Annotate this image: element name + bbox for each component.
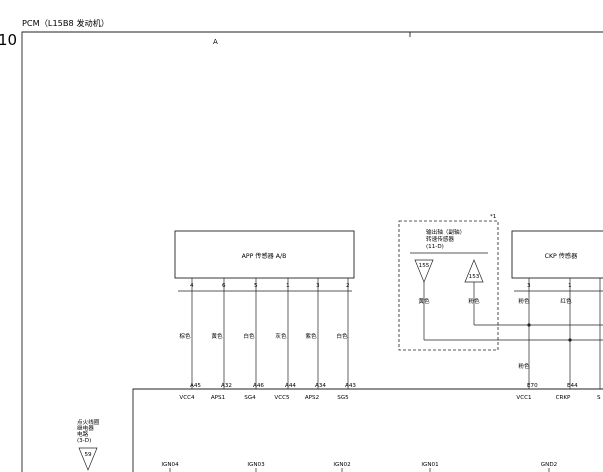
ckp-sensor-box	[511, 230, 603, 279]
app-pin-number: 4	[190, 283, 194, 289]
relay-label-3: 电路	[77, 430, 89, 438]
app-pin-number: 5	[254, 283, 258, 289]
app-sensor-name: APP 传感器 A/B	[242, 252, 287, 260]
page-number: 10	[0, 31, 17, 49]
app-sensor-pin-group: 4 6 5 1 3 2 棕色 黄色 白色 灰色 紫色 白色 A45 A32 A4…	[178, 278, 356, 401]
bottom-terminal: IGN01	[421, 462, 439, 468]
relay-label-2: 继电器	[77, 424, 94, 432]
pcm-frame	[21, 31, 603, 472]
ckp-lower-wire-color: 粉色	[518, 362, 530, 370]
output-shaft-sensor-box	[398, 220, 499, 351]
relay-label-1: 点火线圈	[77, 418, 100, 426]
section-label-a: A	[213, 38, 218, 46]
app-pin-number: 6	[222, 283, 226, 289]
output-shaft-sensor-name-1: 输出轴（副轴）	[426, 228, 465, 236]
ckp-terminal-id: E44	[567, 383, 578, 389]
output-shaft-sensor-name-2: 转速传感器	[426, 235, 454, 243]
app-sensor-box	[174, 230, 355, 279]
app-terminal-id: A34	[315, 383, 326, 389]
diagram-title: PCM（L15B8 发动机）	[22, 18, 109, 28]
ckp-terminal-id: E70	[527, 383, 538, 389]
app-wire-color: 白色	[243, 332, 255, 340]
app-pin-number: 3	[316, 283, 320, 289]
app-wire-color: 灰色	[275, 332, 287, 340]
output-shaft-tag-right: 153	[469, 274, 480, 280]
app-terminal-id: A43	[345, 383, 356, 389]
app-terminal-id: A32	[221, 383, 232, 389]
bottom-terminal: IGN02	[333, 462, 350, 468]
bottom-terminal: GND2	[541, 462, 557, 468]
app-wire-color: 紫色	[305, 332, 317, 340]
bottom-terminal: IGN03	[247, 462, 265, 468]
app-wire-color: 白色	[336, 332, 348, 340]
pcm-connector-strip	[132, 388, 603, 472]
ckp-splice-dot	[527, 323, 531, 327]
app-terminal-id: A46	[253, 383, 264, 389]
ckp-signal-name: CRKP	[556, 395, 571, 401]
ckp-signal-name: VCC1	[516, 395, 532, 401]
app-terminal-id: A44	[285, 383, 296, 389]
ckp-sensor-name: CKP 传感器	[545, 252, 578, 260]
app-wire-color: 棕色	[179, 332, 191, 340]
app-signal-name: VCC5	[274, 395, 290, 401]
app-pin-number: 2	[346, 283, 350, 289]
app-signal-name: VCC4	[179, 395, 195, 401]
ckp-pin-number: 3	[527, 283, 531, 289]
app-terminal-id: A45	[190, 383, 201, 389]
relay-ref: (3-D)	[77, 438, 91, 444]
output-shaft-sensor-ref: (11-D)	[426, 244, 444, 250]
ckp-splice-dot	[568, 338, 572, 342]
output-shaft-wire-left-color: 黄色	[418, 297, 430, 305]
output-shaft-wire-right-color: 粉色	[468, 297, 480, 305]
output-shaft-tag-left: 155	[419, 263, 430, 269]
bottom-terminal: IGN04	[161, 462, 179, 468]
output-shaft-tag-left-icon	[414, 259, 434, 283]
app-pin-number: 1	[286, 283, 290, 289]
relay-tag-icon	[78, 447, 98, 471]
app-signal-name: APS2	[305, 395, 319, 401]
output-shaft-note-mark: *1	[490, 214, 497, 220]
ckp-wire-color: 红色	[560, 297, 572, 305]
app-wire-color: 黄色	[211, 332, 223, 340]
ckp-signal-cut: S	[597, 395, 601, 401]
ckp-wire-color: 粉色	[518, 297, 530, 305]
app-signal-name: SG4	[244, 395, 256, 401]
ckp-pin-number: 1	[568, 283, 572, 289]
relay-tag: 59	[84, 452, 92, 458]
app-signal-name: APS1	[211, 395, 226, 401]
app-signal-name: SG5	[337, 395, 349, 401]
